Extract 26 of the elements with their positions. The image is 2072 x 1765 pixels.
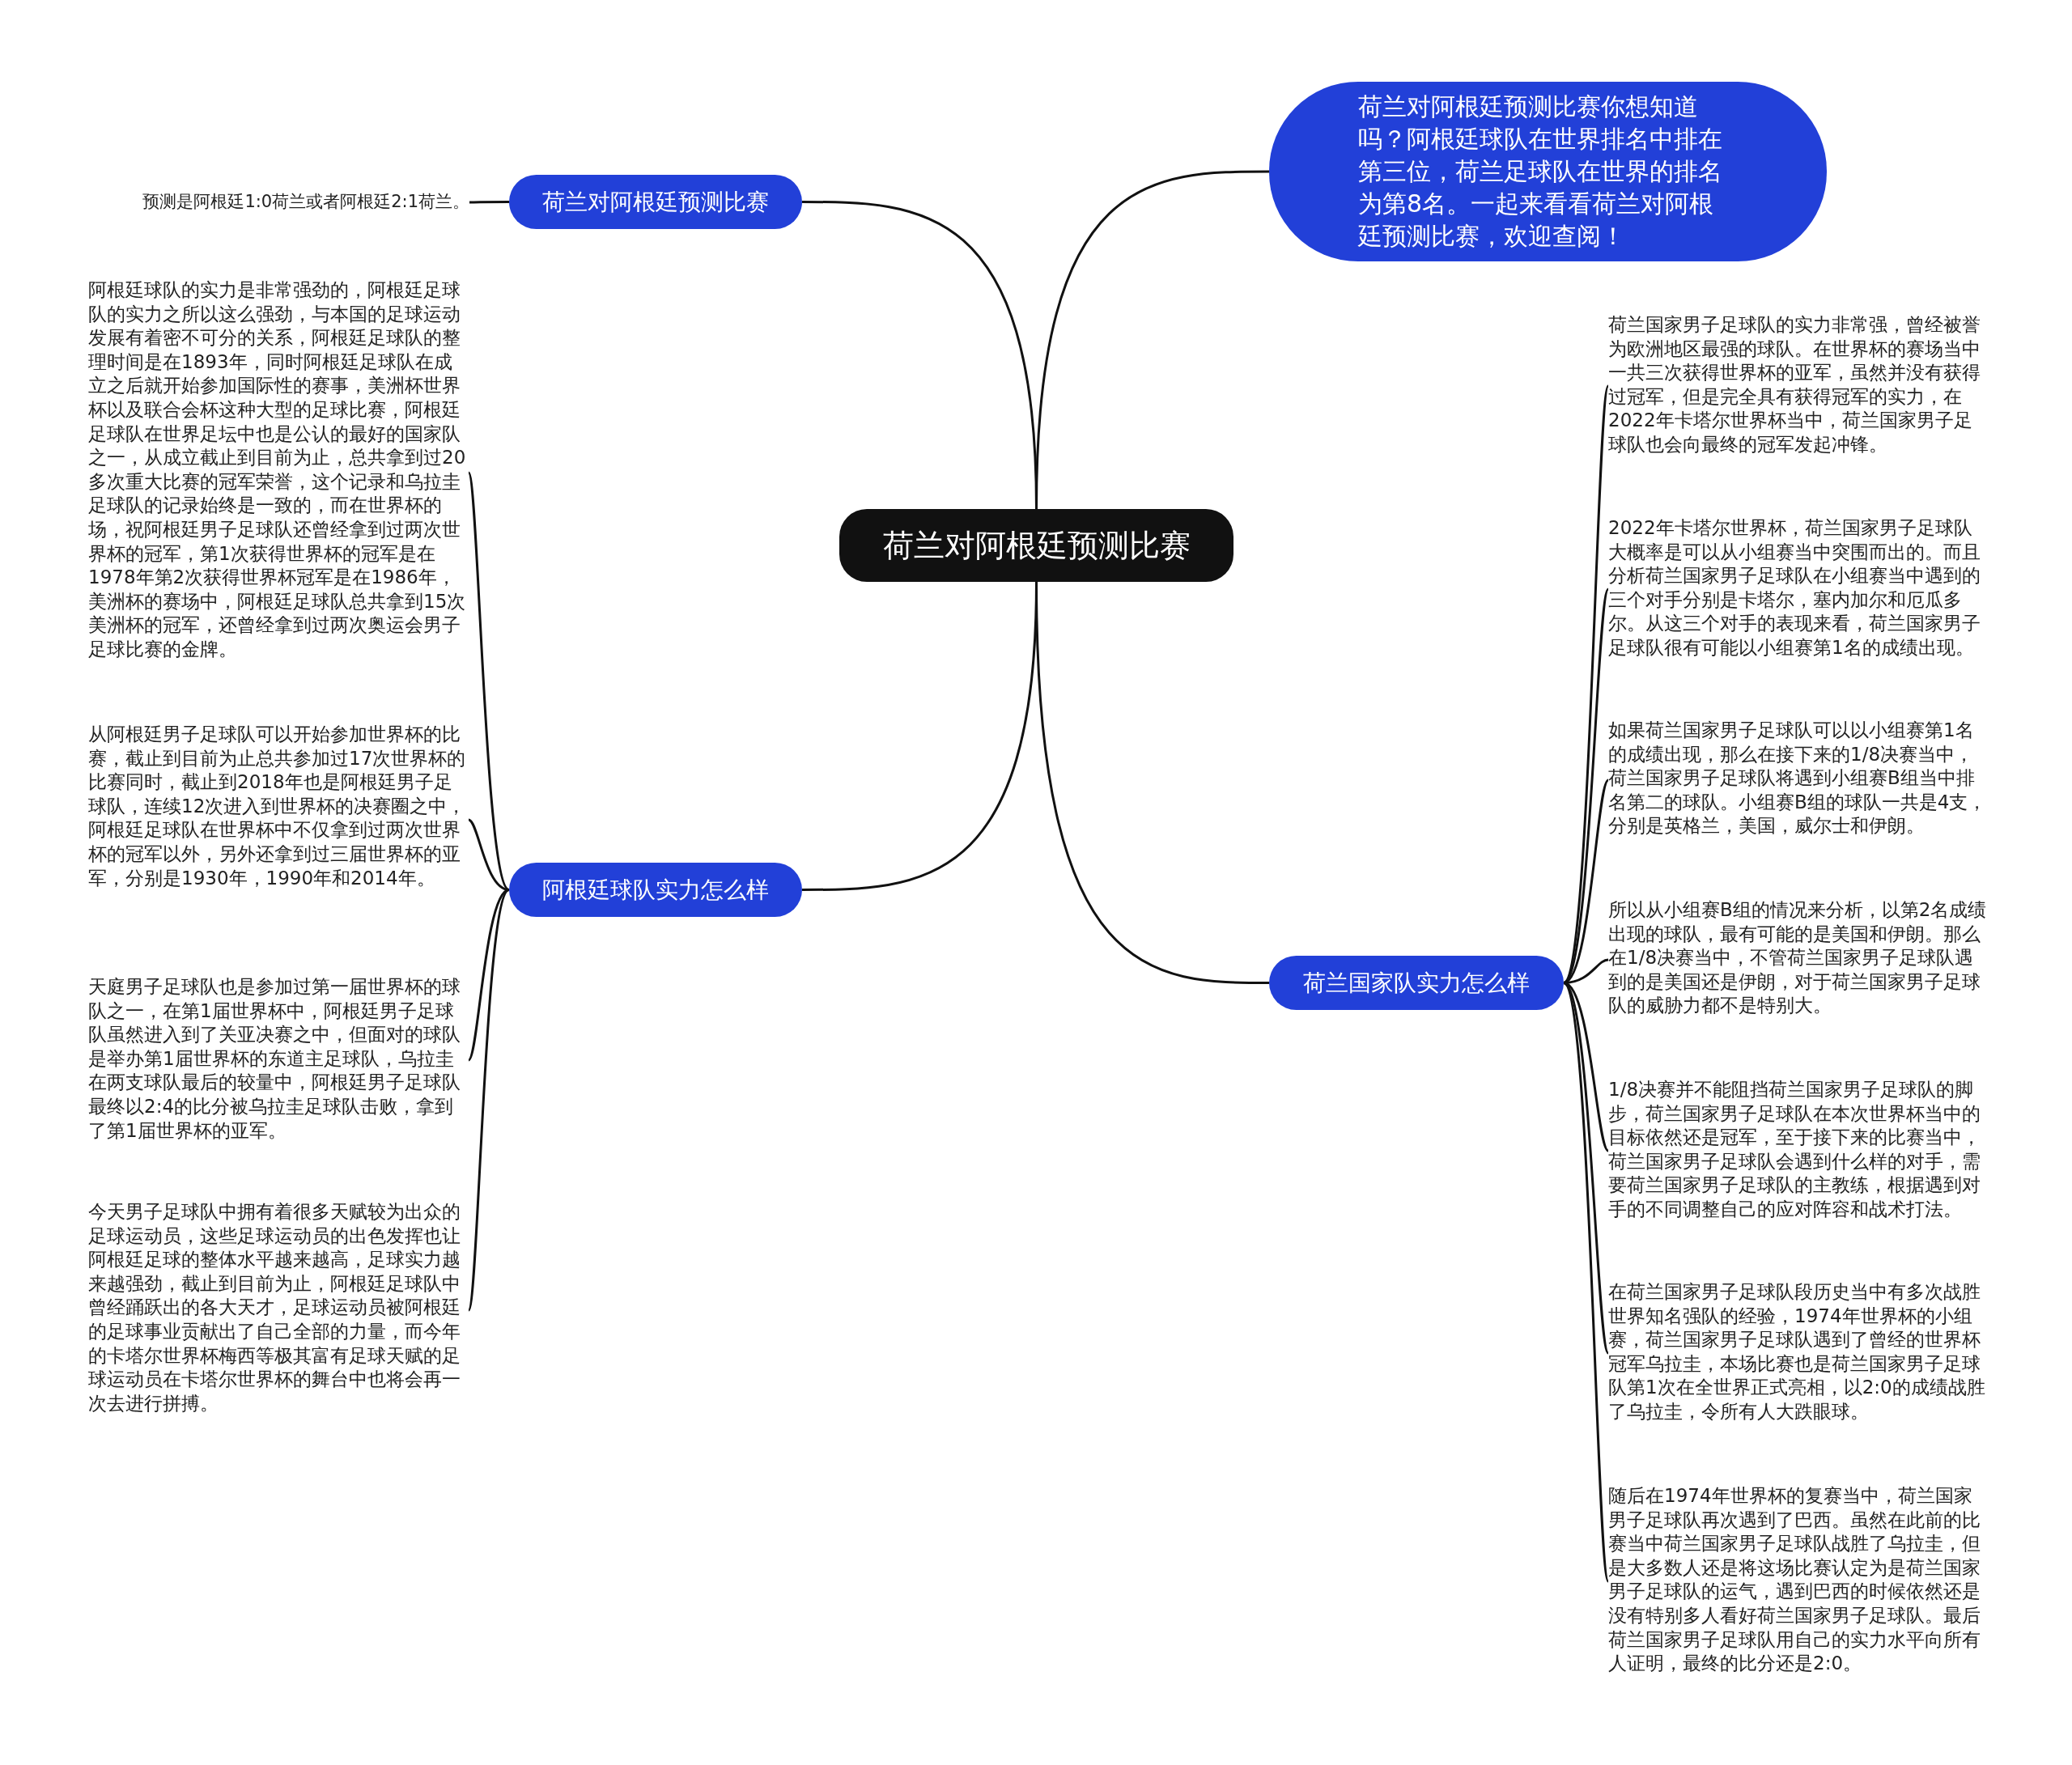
connector-line xyxy=(468,818,510,891)
note-text: 1/8决赛并不能阻挡荷兰国家男子足球队的脚步，荷兰国家男子足球队在本次世界杯当中的目标依然还是冠军，至于接下来的比赛当中，荷兰国家男子足球队会遇到什么样的对手，需要荷兰国家男子足球队的主教练，根据遇到对手的不同调整自己的应对阵容和战术打法。 xyxy=(1608,1078,1989,1224)
connector-line xyxy=(1563,779,1610,984)
connector-line xyxy=(1562,982,1610,1582)
intro-bubble: 荷兰对阿根廷预测比赛你想知道吗？阿根廷球队在世界排名中排在第三位，荷兰足球队在世界的排名为第8名。一起来看看荷兰对阿根廷预测比赛，欢迎查阅！ xyxy=(1269,82,1827,261)
note-text: 如果荷兰国家男子足球队可以以小组赛第1名的成绩出现，那么在接下来的1/8决赛当中，荷兰国家男子足球队将遇到小组赛B组当中排名第二的球队。小组赛B组的球队一共是4支，分别是英格兰，美国，威尔士和伊朗。 xyxy=(1608,719,1989,842)
connector-line xyxy=(802,201,1038,510)
note-text: 今天男子足球队中拥有着很多天赋较为出众的足球运动员，这些足球运动员的出色发挥也让阿根廷足球的整体水平越来越高，足球实力越来越强劲，截止到目前为止，阿根廷足球队中曾经踊跃出的各大天才，足球运动员被阿根廷的足球事业贡献出了自己全部的力量，而今年的卡塔尔世界杯梅西等极其富有足球天赋的足球运动员在卡塔尔世界杯的舞台中也将会再一次去进行拼搏。 xyxy=(88,1200,469,1420)
note-text: 所以从小组赛B组的情况来分析，以第2名成绩出现的球队，最有可能的是美国和伊朗。那么在1/8决赛当中，不管荷兰国家男子足球队遇到的是美国还是伊朗，对于荷兰国家男子足球队的威胁力都不是特别大。 xyxy=(1608,898,1989,1021)
topic-pill: 荷兰对阿根廷预测比赛 xyxy=(509,175,802,229)
note-text: 随后在1974年世界杯的复赛当中，荷兰国家男子足球队再次遇到了巴西。虽然在此前的比赛当中荷兰国家男子足球队战胜了乌拉圭，但是大多数人还是将这场比赛认定为是荷兰国家男子足球队的运气，遇到巴西的时候依然还是没有特别多人看好荷兰国家男子足球队。最后荷兰国家男子足球队用自己的实力水平向所有人证明，最终的比分还是2:0。 xyxy=(1608,1484,1989,1678)
topic-pill: 阿根廷球队实力怎么样 xyxy=(509,863,802,917)
connector-line xyxy=(467,472,511,891)
note-text: 阿根廷球队的实力是非常强劲的，阿根廷足球队的实力之所以这么强劲，与本国的足球运动发展有着密不可分的关系，阿根廷足球队的整理时间是在1893年，同时阿根廷足球队在成立之后就开始参加国际性的赛事，美洲杯世界杯以及联合会杯这种大型的足球比赛，阿根廷足球队在世界足坛中也是公认的最好的国家队之一，从成立截止到目前为止，总共拿到过20多次重大比赛的冠军荣誉，这个记录和乌拉圭足球队的记录始终是一致的，而在世界杯的场，祝阿根廷男子足球队还曾经拿到过两次世界杯的冠军，第1次获得世界杯的冠军是在1978年第2次获得世界杯冠军是在1986年，美洲杯的赛场中，阿根廷足球队总共拿到15次美洲杯的冠军，还曾经拿到过两次奥运会男子足球比赛的金牌。 xyxy=(88,278,469,667)
note-text: 从阿根廷男子足球队可以开始参加世界杯的比赛，截止到目前为止总共参加过17次世界杯的比赛同时，截止到2018年也是阿根廷男子足球队，连续12次进入到世界杯的决赛圈之中，阿根廷足球队在世界杯中不仅拿到过两次世界杯的冠军以外，另外还拿到过三届世界杯的亚军，分别是1930年，1990年和2014年。 xyxy=(88,723,469,917)
note-text: 在荷兰国家男子足球队段历史当中有多次战胜世界知名强队的经验，1974年世界杯的小组赛，荷兰国家男子足球队遇到了曾经的世界杯冠军乌拉圭，本场比赛也是荷兰国家男子足球队第1次在全世界正式亮相，以2:0的成绩战胜了乌拉圭，令所有人大跌眼球。 xyxy=(1608,1280,1989,1426)
note-text: 荷兰国家男子足球队的实力非常强，曾经被誉为欧洲地区最强的球队。在世界杯的赛场当中一共三次获得世界杯的亚军，虽然并没有获得过冠军，但是完全具有获得冠军的实力，在2022年卡塔尔世界杯当中，荷兰国家男子足球队也会向最终的冠军发起冲锋。 xyxy=(1608,313,1989,459)
connector-line xyxy=(467,889,511,1311)
connector-line xyxy=(1562,385,1610,984)
central-topic-box: 荷兰对阿根廷预测比赛 xyxy=(839,509,1233,582)
connector-line xyxy=(1562,982,1610,1354)
note-text: 预测是阿根廷1:0荷兰或者阿根廷2:1荷兰。 xyxy=(89,190,469,214)
topic-pill: 荷兰国家队实力怎么样 xyxy=(1269,956,1564,1010)
connector-line xyxy=(469,201,509,204)
note-text: 2022年卡塔尔世界杯，荷兰国家男子足球队大概率是可以从小组赛当中突围而出的。而且分析荷兰国家男子足球队在小组赛当中遇到的三个对手分别是卡塔尔，塞内加尔和厄瓜多尔。从这三个对手的表现来看，荷兰国家男子足球队很有可能以小组赛第1名的成绩出现。 xyxy=(1608,516,1989,662)
note-text: 天庭男子足球队也是参加过第一届世界杯的球队之一，在第1届世界杯中，阿根廷男子足球队虽然进入到了关亚决赛之中，但面对的球队是举办第1届世界杯的东道主足球队，乌拉圭在两支球队最后的较量中，阿根廷男子足球队最终以2:4的比分被乌拉圭足球队击败，拿到了第1届世界杯的亚军。 xyxy=(88,975,469,1145)
